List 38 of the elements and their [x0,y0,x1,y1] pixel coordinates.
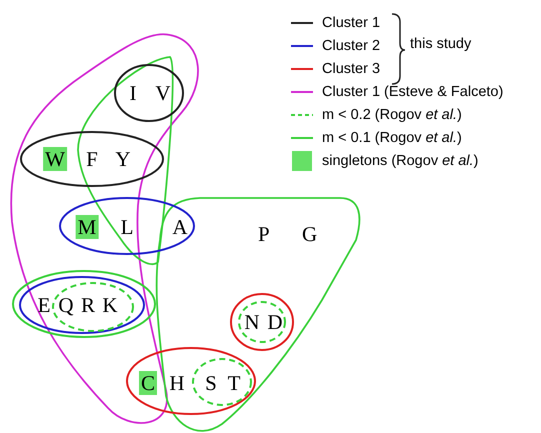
amino-acid-letter: W [43,147,67,171]
amino-acid-letter: Q [57,293,75,317]
amino-acid-letter: N [243,310,261,334]
cluster-ellipse [193,359,251,405]
cluster-ellipse [13,271,155,337]
cluster-ellipse [20,277,144,333]
amino-acid-letter: H [168,371,186,395]
amino-acid-letter: V [154,81,172,105]
bracket-label: this study [410,36,472,52]
legend-label: singletons (Rogov et al.) [322,152,478,170]
cluster-ellipse [115,65,183,121]
legend-label: Cluster 3 [322,60,380,78]
cluster-ellipse [21,132,163,186]
amino-acid-letter: C [139,371,157,395]
cluster-ellipse [231,294,293,350]
amino-acid-letter: R [80,293,96,317]
cluster-ellipse [239,302,285,342]
legend-label: m < 0.1 (Rogov et al.) [322,129,462,147]
legend-label: Cluster 1 (Esteve & Falceto) [322,83,504,101]
amino-acid-letter: T [226,371,242,395]
legend-label: m < 0.2 (Rogov et al.) [322,106,462,124]
cluster-ellipse [53,283,133,331]
amino-acid-letter: I [128,81,138,105]
amino-acid-letter: M [76,215,98,239]
cluster-ellipse [127,348,255,414]
amino-acid-letter: G [302,222,318,248]
amino-acid-letter: F [85,147,99,171]
amino-acid-letter: A [171,215,189,239]
amino-acid-letter: D [266,310,284,334]
legend-label: Cluster 1 [322,14,380,32]
amino-acid-letter: S [204,371,218,395]
amino-acid-letter: L [120,215,134,239]
amino-acid-letter: K [101,293,119,317]
amino-acid-letter: Y [114,147,132,171]
cluster-ellipse [60,198,194,254]
amino-acid-letter: P [258,222,270,248]
legend-label: Cluster 2 [322,37,380,55]
amino-acid-letter: E [36,293,52,317]
